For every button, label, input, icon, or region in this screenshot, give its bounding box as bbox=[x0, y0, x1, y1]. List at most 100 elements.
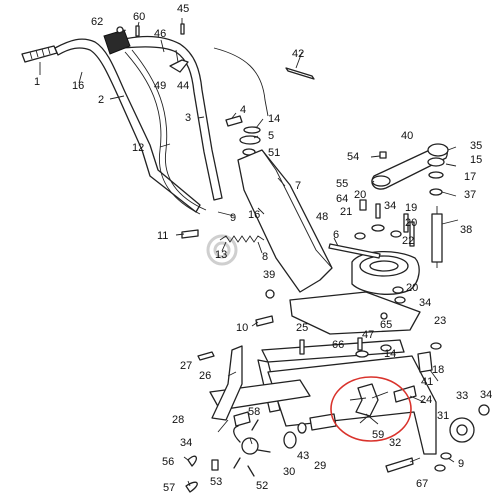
callout-20a: 20 bbox=[354, 189, 366, 201]
frame-bar-upper bbox=[261, 339, 405, 363]
washer-5 bbox=[239, 135, 261, 145]
callout-25: 25 bbox=[296, 322, 308, 334]
callout-3: 3 bbox=[185, 112, 191, 124]
callout-13: 13 bbox=[215, 249, 227, 261]
shaft-6 bbox=[328, 243, 381, 259]
shock-absorber-38 bbox=[431, 213, 443, 263]
column-7 bbox=[237, 149, 333, 293]
screw-64 bbox=[359, 199, 367, 211]
callout-55: 55 bbox=[336, 178, 348, 190]
callout-53: 53 bbox=[210, 476, 222, 488]
throttle-rod bbox=[285, 67, 315, 80]
callout-21: 21 bbox=[340, 206, 352, 218]
callout-40: 40 bbox=[401, 130, 413, 142]
callout-64: 64 bbox=[336, 193, 348, 205]
tine-hub bbox=[241, 437, 259, 455]
callout-33: 33 bbox=[456, 390, 468, 402]
callout-6: 6 bbox=[333, 229, 339, 241]
callout-35: 35 bbox=[470, 140, 482, 152]
watermark bbox=[206, 234, 238, 266]
callout-9-upper: 9 bbox=[230, 212, 236, 224]
callout-38: 38 bbox=[460, 224, 472, 236]
callout-20b: 20 bbox=[405, 217, 417, 229]
gearbox-inner bbox=[369, 260, 399, 272]
throttle-cable bbox=[213, 47, 269, 117]
bushing-43 bbox=[297, 422, 307, 434]
washer-48 bbox=[354, 232, 366, 240]
callout-9-lower: 9 bbox=[458, 458, 464, 470]
belt-pulley-assembly bbox=[328, 143, 449, 304]
callout-11: 11 bbox=[157, 230, 168, 242]
nut-18 bbox=[430, 342, 442, 350]
callout-27: 27 bbox=[180, 360, 192, 372]
callout-28: 28 bbox=[172, 414, 184, 426]
lower-frame bbox=[197, 337, 442, 455]
callout-32: 32 bbox=[389, 437, 401, 449]
clip-56 bbox=[187, 455, 197, 467]
nut-20b bbox=[390, 230, 402, 238]
callout-12: 12 bbox=[132, 142, 144, 154]
grip-ridges bbox=[29, 46, 51, 60]
callout-22: 22 bbox=[402, 235, 414, 247]
bushing-30 bbox=[283, 431, 297, 449]
bolt-34-top bbox=[375, 203, 381, 219]
leader-lines bbox=[39, 18, 459, 487]
washer-14b bbox=[380, 344, 392, 352]
rod-27 bbox=[197, 351, 215, 361]
nut-20 bbox=[371, 224, 385, 232]
callout-2: 2 bbox=[98, 94, 104, 106]
callout-46: 46 bbox=[154, 28, 166, 40]
callout-45: 45 bbox=[177, 3, 189, 15]
callout-4: 4 bbox=[240, 104, 246, 116]
callout-56: 56 bbox=[162, 456, 174, 468]
tine-59 bbox=[355, 383, 379, 417]
bolt-47 bbox=[357, 337, 363, 351]
callout-10: 10 bbox=[236, 322, 248, 334]
nut-9 bbox=[440, 452, 452, 460]
bolt-19 bbox=[403, 213, 409, 233]
screw-45 bbox=[180, 23, 185, 35]
wheel-hub bbox=[456, 424, 468, 436]
screw-60 bbox=[135, 25, 140, 37]
callout-14-lower: 14 bbox=[384, 348, 396, 360]
callout-15: 15 bbox=[470, 154, 482, 166]
callout-34-d: 34 bbox=[480, 389, 492, 401]
callout-23: 23 bbox=[434, 315, 446, 327]
bolt-25 bbox=[299, 339, 305, 355]
callout-5: 5 bbox=[268, 130, 274, 142]
bolt-4 bbox=[225, 115, 243, 127]
bracket-41 bbox=[417, 351, 433, 373]
callout-16-lower: 16 bbox=[248, 209, 260, 221]
callout-34-c: 34 bbox=[180, 437, 192, 449]
callout-49: 49 bbox=[154, 80, 166, 92]
callout-24: 24 bbox=[420, 394, 432, 406]
bolt-32 bbox=[385, 457, 414, 473]
cap-34 bbox=[478, 404, 490, 416]
bracket-58 bbox=[233, 411, 251, 427]
tine-rotor-52 bbox=[233, 419, 271, 477]
frame-body-31 bbox=[267, 355, 437, 455]
control-cable bbox=[124, 51, 201, 215]
washer-66 bbox=[355, 350, 369, 358]
callout-19: 19 bbox=[405, 202, 417, 214]
callout-51: 51 bbox=[268, 147, 280, 159]
ring-36 bbox=[428, 171, 444, 179]
callout-16-upper: 16 bbox=[72, 80, 84, 92]
callout-7: 7 bbox=[295, 180, 301, 192]
spring-13 bbox=[219, 235, 265, 243]
tine-59-blades bbox=[349, 391, 389, 425]
callout-65: 65 bbox=[380, 319, 392, 331]
bracket-24 bbox=[393, 385, 417, 403]
callout-48: 48 bbox=[316, 211, 328, 223]
callout-20c: 20 bbox=[406, 282, 418, 294]
lever bbox=[169, 59, 189, 73]
handle-grip bbox=[21, 45, 58, 63]
callout-41: 41 bbox=[421, 376, 433, 388]
bolt-10 bbox=[255, 315, 274, 327]
callout-labels: 1 2 3 4 5 6 7 8 9 9 10 11 12 13 14 14 15… bbox=[34, 3, 492, 494]
callout-67: 67 bbox=[416, 478, 428, 490]
callout-57: 57 bbox=[163, 482, 175, 494]
callout-59: 59 bbox=[372, 429, 384, 441]
callout-54: 54 bbox=[347, 151, 359, 163]
